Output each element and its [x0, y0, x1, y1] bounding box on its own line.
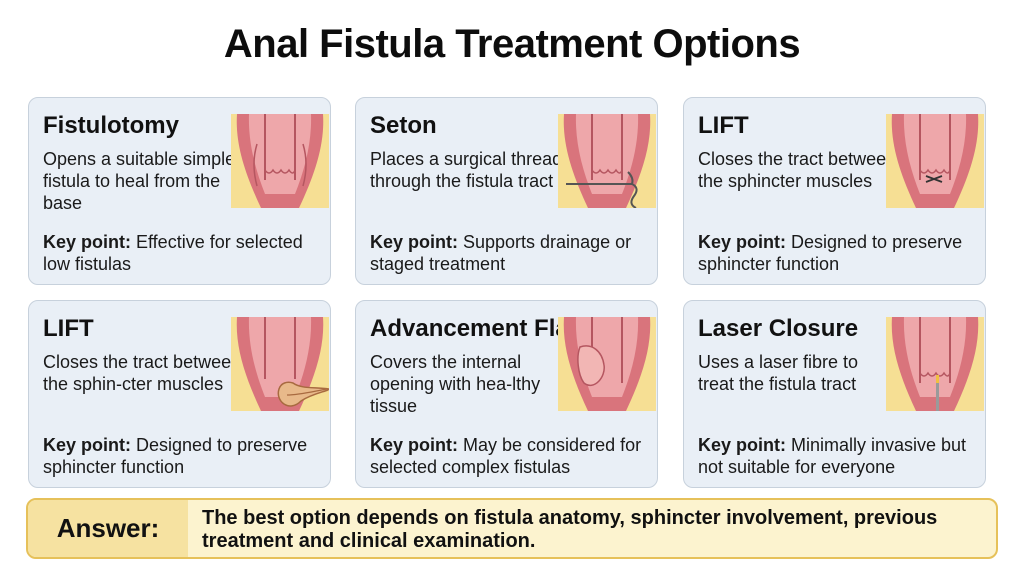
lift-anatomy-icon [886, 114, 984, 208]
card-key-point: Key point: Effective for selected low fi… [43, 231, 328, 275]
card-description: Uses a laser fibre to treat the fistula … [698, 352, 859, 394]
card-fistulotomy: Fistulotomy Opens a suitable simple fist… [28, 97, 331, 285]
laser-fibre-anatomy-icon [886, 317, 984, 411]
card-description: Closes the tract between the sphincter m… [698, 149, 897, 191]
key-point-text: Designed to preserve sphincter function [698, 232, 963, 274]
card-title: Laser Closure [698, 315, 859, 342]
key-point-text: May be considered for selected complex f… [370, 435, 642, 477]
card-title: Fistulotomy [43, 112, 179, 139]
key-point-text: Minimally invasive but not suitable for … [698, 435, 967, 477]
key-point-label: Key point: [43, 435, 131, 455]
card-seton: Seton Places a surgical thread through t… [355, 97, 658, 285]
key-point-label: Key point: [43, 232, 131, 252]
seton-anatomy-icon [558, 114, 656, 208]
card-key-point: Key point: Designed to preserve sphincte… [698, 231, 983, 275]
key-point-label: Key point: [370, 232, 458, 252]
card-lift-2: LIFT Closes the tract between the sphin-… [28, 300, 331, 488]
key-point-text: Designed to preserve sphincter function [43, 435, 308, 477]
card-key-point: Key point: Supports drainage or staged t… [370, 231, 655, 275]
card-title: Advancement Flap [370, 315, 584, 342]
answer-box: Answer: The best option depends on fistu… [26, 498, 998, 559]
card-lift: LIFT Closes the tract between the sphinc… [683, 97, 986, 285]
fistulotomy-anatomy-icon [231, 114, 329, 208]
key-point-text: Supports drainage or staged treatment [370, 232, 632, 274]
key-point-label: Key point: [698, 232, 786, 252]
card-description: Places a surgical thread through the fis… [370, 149, 563, 191]
card-title: LIFT [43, 315, 94, 342]
lift-tract-anatomy-icon [231, 317, 329, 411]
card-key-point: Key point: Designed to preserve sphincte… [43, 434, 328, 478]
answer-label: Answer: [56, 513, 160, 543]
card-title: Seton [370, 112, 437, 139]
key-point-label: Key point: [698, 435, 786, 455]
answer-text: The best option depends on fistula anato… [202, 507, 938, 552]
card-title: LIFT [698, 112, 749, 139]
answer-label-box: Answer: [28, 500, 188, 557]
key-point-label: Key point: [370, 435, 458, 455]
advancement-flap-anatomy-icon [558, 317, 656, 411]
key-point-text: Effective for selected low fistulas [43, 232, 303, 274]
card-laser-closure: Laser Closure Uses a laser fibre to trea… [683, 300, 986, 488]
page-title: Anal Fistula Treatment Options [223, 22, 801, 66]
card-advancement-flap: Advancement Flap Covers the internal ope… [355, 300, 658, 488]
card-key-point: Key point: Minimally invasive but not su… [698, 434, 983, 478]
card-description: Opens a suitable simple fistula to heal … [43, 149, 236, 213]
card-key-point: Key point: May be considered for selecte… [370, 434, 655, 478]
card-description: Covers the internal opening with hea-lth… [370, 352, 541, 416]
card-description: Closes the tract between the sphin-cter … [43, 352, 242, 394]
